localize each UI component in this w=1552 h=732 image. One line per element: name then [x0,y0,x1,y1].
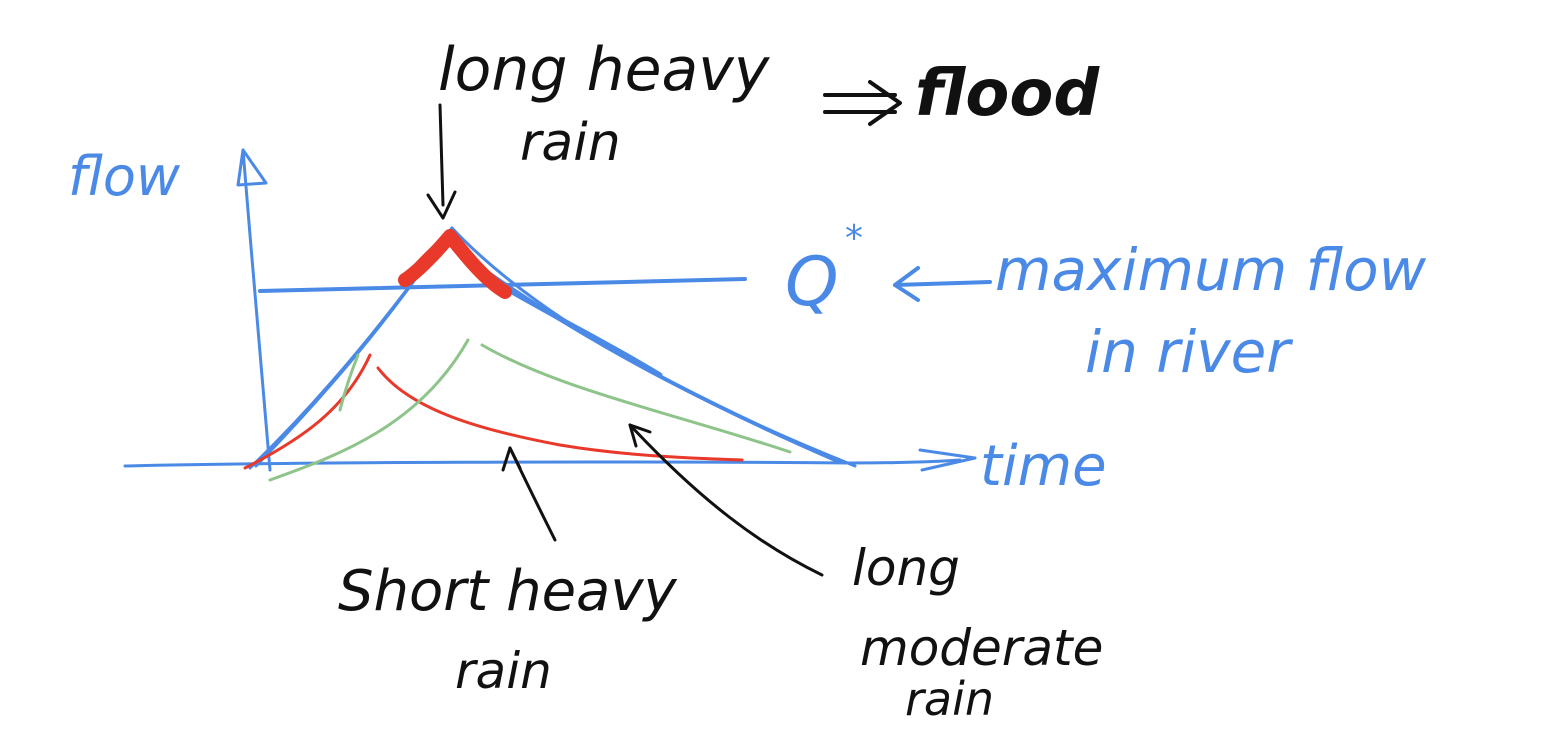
threshold-label-line2: in river [1085,318,1293,386]
y-axis-line [241,148,272,472]
top-result-label: flood [915,57,1100,131]
threshold-superscript: * [845,218,863,259]
x-axis-label: time [980,434,1107,499]
y-axis-arrow-icon [236,148,268,187]
short-heavy-label-line1: Short heavy [338,559,677,624]
moderate-label-line2: moderate [860,619,1103,677]
flood-excess-highlight [398,229,512,299]
long-moderate-rain-curve [268,338,792,482]
top-label-line2: rain [520,113,621,173]
threshold-label-line1: maximum flow [995,236,1427,304]
top-label-line1: long heavy [438,35,771,105]
moderate-label-line1: long [852,539,960,597]
implies-arrow-icon [823,80,902,126]
annotation-arrows [426,103,824,577]
arrow-to-peak-icon [438,103,445,207]
moderate-label-line3: rain [905,672,994,726]
threshold-symbol: Q [785,243,839,322]
arrow-to-moderate-curve-icon [628,423,824,577]
x-axis-arrow-icon [918,448,977,472]
threshold-arrow-icon [893,266,992,302]
short-heavy-rain-curve [243,353,744,470]
short-heavy-label-line2: rain [455,642,552,700]
y-axis-label: flow [68,145,181,208]
long-heavy-rain-curve [248,226,857,470]
